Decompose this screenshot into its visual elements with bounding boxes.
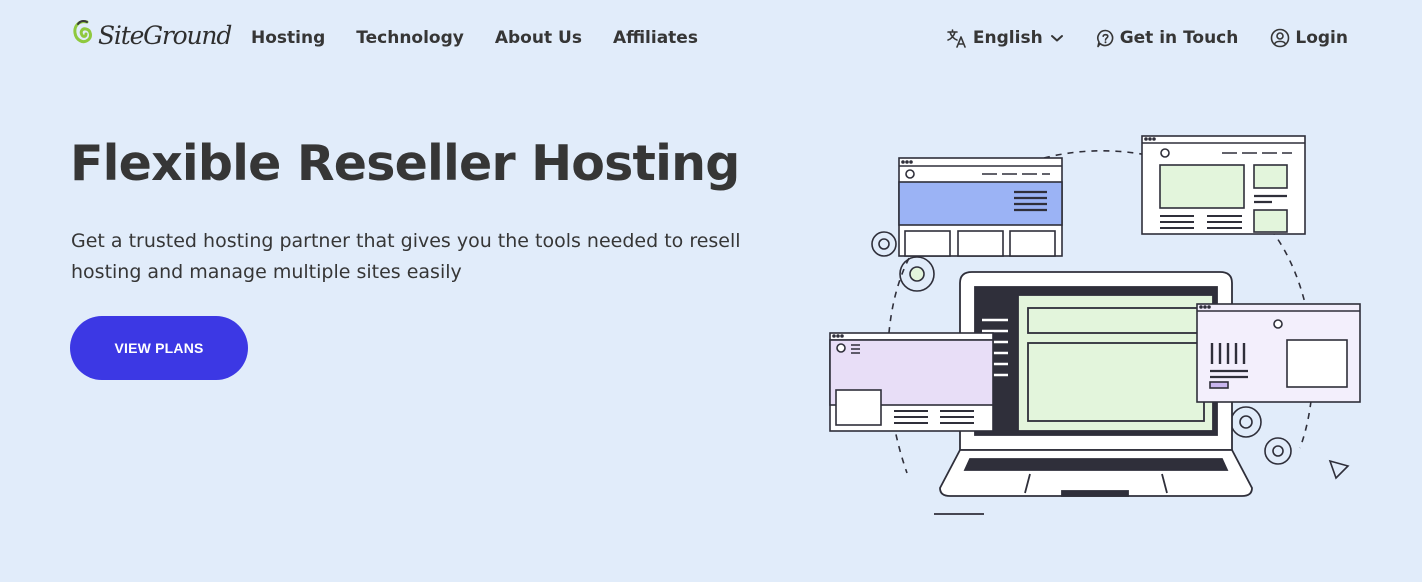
get-in-touch-label: Get in Touch (1119, 28, 1239, 48)
logo-text: SiteGround (98, 20, 232, 50)
user-circle-icon (1271, 28, 1290, 48)
nav-item-affiliates[interactable]: Affiliates (612, 28, 698, 48)
language-label: English (972, 28, 1043, 48)
play-triangle-icon (1328, 459, 1350, 480)
login-label: Login (1295, 28, 1348, 48)
browser-window-icon (898, 157, 1063, 257)
site-header: SiteGround Hosting Technology About Us A… (0, 0, 1422, 80)
gear-icon (871, 231, 1292, 465)
nav-item-hosting[interactable]: Hosting (251, 28, 326, 48)
login-link[interactable]: Login (1270, 28, 1348, 48)
hosting-illustration (829, 135, 1361, 515)
view-plans-button[interactable]: VIEW PLANS (70, 316, 248, 380)
utility-nav: English Get in Touch Login (946, 28, 1348, 48)
question-circle-icon (1096, 29, 1114, 47)
main-nav: Hosting Technology About Us Affiliates (251, 28, 698, 48)
browser-window-icon (1141, 135, 1306, 235)
language-selector[interactable]: English (946, 28, 1064, 48)
siteground-logo[interactable]: SiteGround (73, 18, 232, 52)
nav-item-technology[interactable]: Technology (356, 28, 464, 48)
browser-window-icon (1196, 303, 1361, 403)
chevron-down-icon (1050, 35, 1063, 42)
nav-item-about-us[interactable]: About Us (494, 28, 582, 48)
browser-window-icon (829, 332, 994, 432)
siteground-swirl-icon (73, 19, 92, 44)
hero-title: Flexible Reseller Hosting (70, 135, 740, 192)
hero-description: Get a trusted hosting partner that gives… (71, 230, 741, 283)
translate-icon (947, 29, 966, 48)
get-in-touch-link[interactable]: Get in Touch (1096, 28, 1239, 48)
